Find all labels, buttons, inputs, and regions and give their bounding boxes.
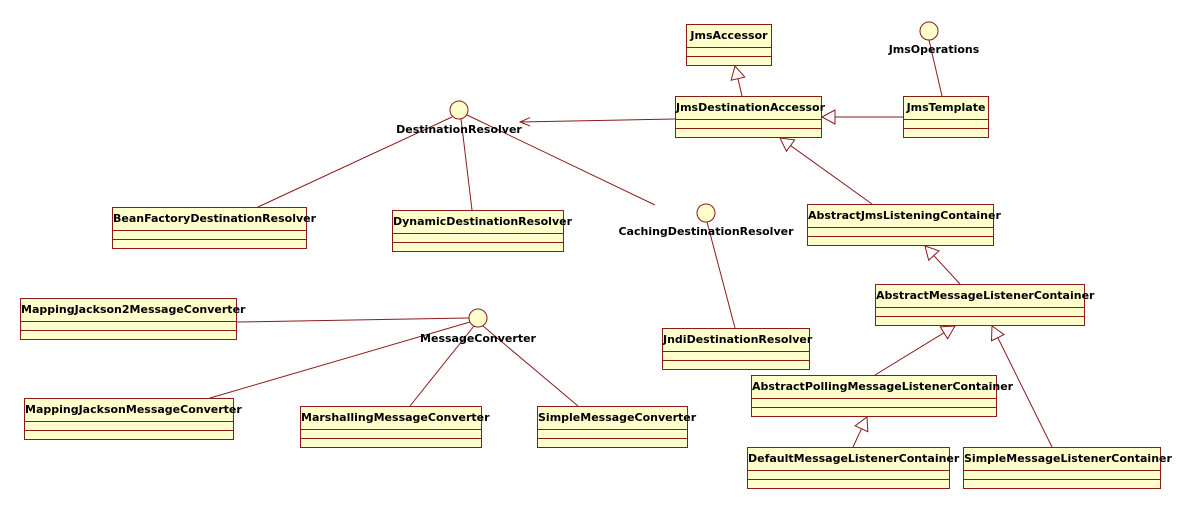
class-simple-message-converter[interactable]: SimpleMessageConverter: [537, 406, 696, 448]
relation-mapping-jackson2-message-converter-to-message-converter: [236, 317, 470, 323]
relation-jms-destination-accessor-to-destination-resolver: [518, 117, 676, 127]
relation-caching-destination-resolver-to-destination-resolver: [466, 114, 656, 206]
class-operations-compartment: [748, 480, 949, 488]
relation-default-message-listener-container-to-abstract-polling-message-listener-container: [852, 416, 869, 448]
generalization-arrowhead: [939, 325, 956, 340]
class-attributes-compartment: [964, 471, 1160, 480]
class-operations-compartment: [676, 129, 821, 137]
relation-jndi-destination-resolver-to-caching-destination-resolver: [706, 221, 736, 329]
relation-jms-template-to-jms-destination-accessor: [820, 109, 903, 125]
class-jndi-destination-resolver[interactable]: JndiDestinationResolver: [662, 328, 812, 370]
class-operations-compartment: [752, 408, 996, 416]
relation-dynamic-destination-resolver-to-destination-resolver: [460, 118, 473, 211]
class-abstract-message-listener-container[interactable]: AbstractMessageListenerContainer: [875, 284, 1094, 326]
class-operations-compartment: [538, 439, 687, 447]
class-attributes-compartment: [301, 430, 481, 439]
relation-simple-message-converter-to-message-converter: [482, 325, 579, 407]
class-name: JmsDestinationAccessor: [676, 97, 825, 120]
class-dynamic-destination-resolver[interactable]: DynamicDestinationResolver: [392, 210, 572, 252]
class-abstract-polling-message-listener-container[interactable]: AbstractPollingMessageListenerContainer: [751, 375, 1013, 417]
class-name: DynamicDestinationResolver: [393, 211, 572, 234]
class-attributes-compartment: [808, 228, 993, 237]
class-simple-message-listener-container[interactable]: SimpleMessageListenerContainer: [963, 447, 1172, 489]
class-mapping-jackson2-message-converter[interactable]: MappingJackson2MessageConverter: [20, 298, 245, 340]
class-name: JndiDestinationResolver: [663, 329, 812, 352]
class-jms-template[interactable]: JmsTemplate: [903, 96, 989, 138]
interface-destination-resolver-circle[interactable]: [449, 100, 469, 120]
relation-marshalling-message-converter-to-message-converter: [409, 325, 475, 407]
association-arrowhead: [518, 117, 531, 127]
class-operations-compartment: [876, 317, 1084, 325]
class-jms-destination-accessor[interactable]: JmsDestinationAccessor: [675, 96, 825, 138]
relation-bean-factory-destination-resolver-to-destination-resolver: [257, 116, 453, 208]
class-name: JmsAccessor: [687, 25, 771, 48]
class-name: SimpleMessageConverter: [538, 407, 696, 430]
class-name: DefaultMessageListenerContainer: [748, 448, 959, 471]
interface-message-converter-circle[interactable]: [468, 308, 488, 328]
class-attributes-compartment: [687, 48, 771, 57]
class-operations-compartment: [904, 129, 988, 137]
interface-jms-operations-label: JmsOperations: [888, 43, 980, 56]
interface-destination-resolver-label: DestinationResolver: [396, 123, 522, 136]
class-operations-compartment: [21, 331, 236, 339]
class-operations-compartment: [393, 243, 563, 251]
generalization-arrowhead: [779, 137, 796, 153]
class-operations-compartment: [25, 431, 233, 439]
class-mapping-jackson-message-converter[interactable]: MappingJacksonMessageConverter: [24, 398, 242, 440]
class-abstract-jms-listening-container[interactable]: AbstractJmsListeningContainer: [807, 204, 1001, 246]
interface-caching-destination-resolver-circle[interactable]: [696, 203, 716, 223]
class-default-message-listener-container[interactable]: DefaultMessageListenerContainer: [747, 447, 959, 489]
class-attributes-compartment: [748, 471, 949, 480]
class-attributes-compartment: [538, 430, 687, 439]
relation-simple-message-listener-container-to-abstract-message-listener-container: [990, 325, 1053, 448]
class-operations-compartment: [808, 237, 993, 245]
class-marshalling-message-converter[interactable]: MarshallingMessageConverter: [300, 406, 490, 448]
class-name: SimpleMessageListenerContainer: [964, 448, 1172, 471]
relation-mapping-jackson-message-converter-to-message-converter: [209, 321, 471, 399]
class-attributes-compartment: [21, 322, 236, 331]
class-operations-compartment: [301, 439, 481, 447]
class-name: AbstractJmsListeningContainer: [808, 205, 1001, 228]
class-name: MarshallingMessageConverter: [301, 407, 490, 430]
class-operations-compartment: [663, 361, 809, 369]
class-name: BeanFactoryDestinationResolver: [113, 208, 316, 231]
class-operations-compartment: [687, 57, 771, 65]
class-name: AbstractMessageListenerContainer: [876, 285, 1094, 308]
interface-jms-operations-circle[interactable]: [919, 21, 939, 41]
class-attributes-compartment: [25, 422, 233, 431]
interface-message-converter-label: MessageConverter: [420, 332, 536, 345]
relation-jms-template-to-jms-operations: [928, 39, 943, 97]
relation-abstract-polling-message-listener-container-to-abstract-message-listener-container: [874, 325, 956, 376]
relation-jms-destination-accessor-to-jms-accessor: [730, 64, 746, 97]
class-attributes-compartment: [904, 120, 988, 129]
class-attributes-compartment: [876, 308, 1084, 317]
generalization-arrowhead: [854, 416, 869, 433]
class-name: JmsTemplate: [904, 97, 988, 120]
class-operations-compartment: [113, 240, 306, 248]
relation-abstract-jms-listening-container-to-jms-destination-accessor: [779, 137, 873, 205]
class-attributes-compartment: [676, 120, 821, 129]
class-attributes-compartment: [663, 352, 809, 361]
class-bean-factory-destination-resolver[interactable]: BeanFactoryDestinationResolver: [112, 207, 316, 249]
generalization-arrowhead: [990, 325, 1006, 342]
interface-caching-destination-resolver-label: CachingDestinationResolver: [618, 225, 794, 238]
relation-abstract-message-listener-container-to-abstract-jms-listening-container: [924, 245, 961, 285]
generalization-arrowhead: [820, 109, 836, 125]
class-operations-compartment: [964, 480, 1160, 488]
generalization-arrowhead: [730, 64, 746, 81]
generalization-arrowhead: [924, 245, 940, 262]
class-jms-accessor[interactable]: JmsAccessor: [686, 24, 772, 66]
class-name: AbstractPollingMessageListenerContainer: [752, 376, 1013, 399]
class-attributes-compartment: [393, 234, 563, 243]
class-name: MappingJacksonMessageConverter: [25, 399, 242, 422]
class-attributes-compartment: [752, 399, 996, 408]
class-name: MappingJackson2MessageConverter: [21, 299, 245, 322]
class-attributes-compartment: [113, 231, 306, 240]
